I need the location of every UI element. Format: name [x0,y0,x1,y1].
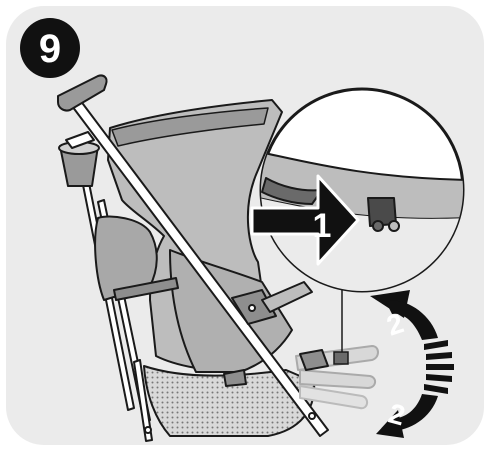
step-number: 9 [39,27,61,71]
push-arrow-number: 1 [313,207,332,245]
axle-left [145,427,151,433]
hinge-bolt [249,305,255,311]
footrest-bracket [300,350,328,370]
latch-point [334,352,348,364]
axle-right [309,413,315,419]
basket-clip [224,370,246,386]
